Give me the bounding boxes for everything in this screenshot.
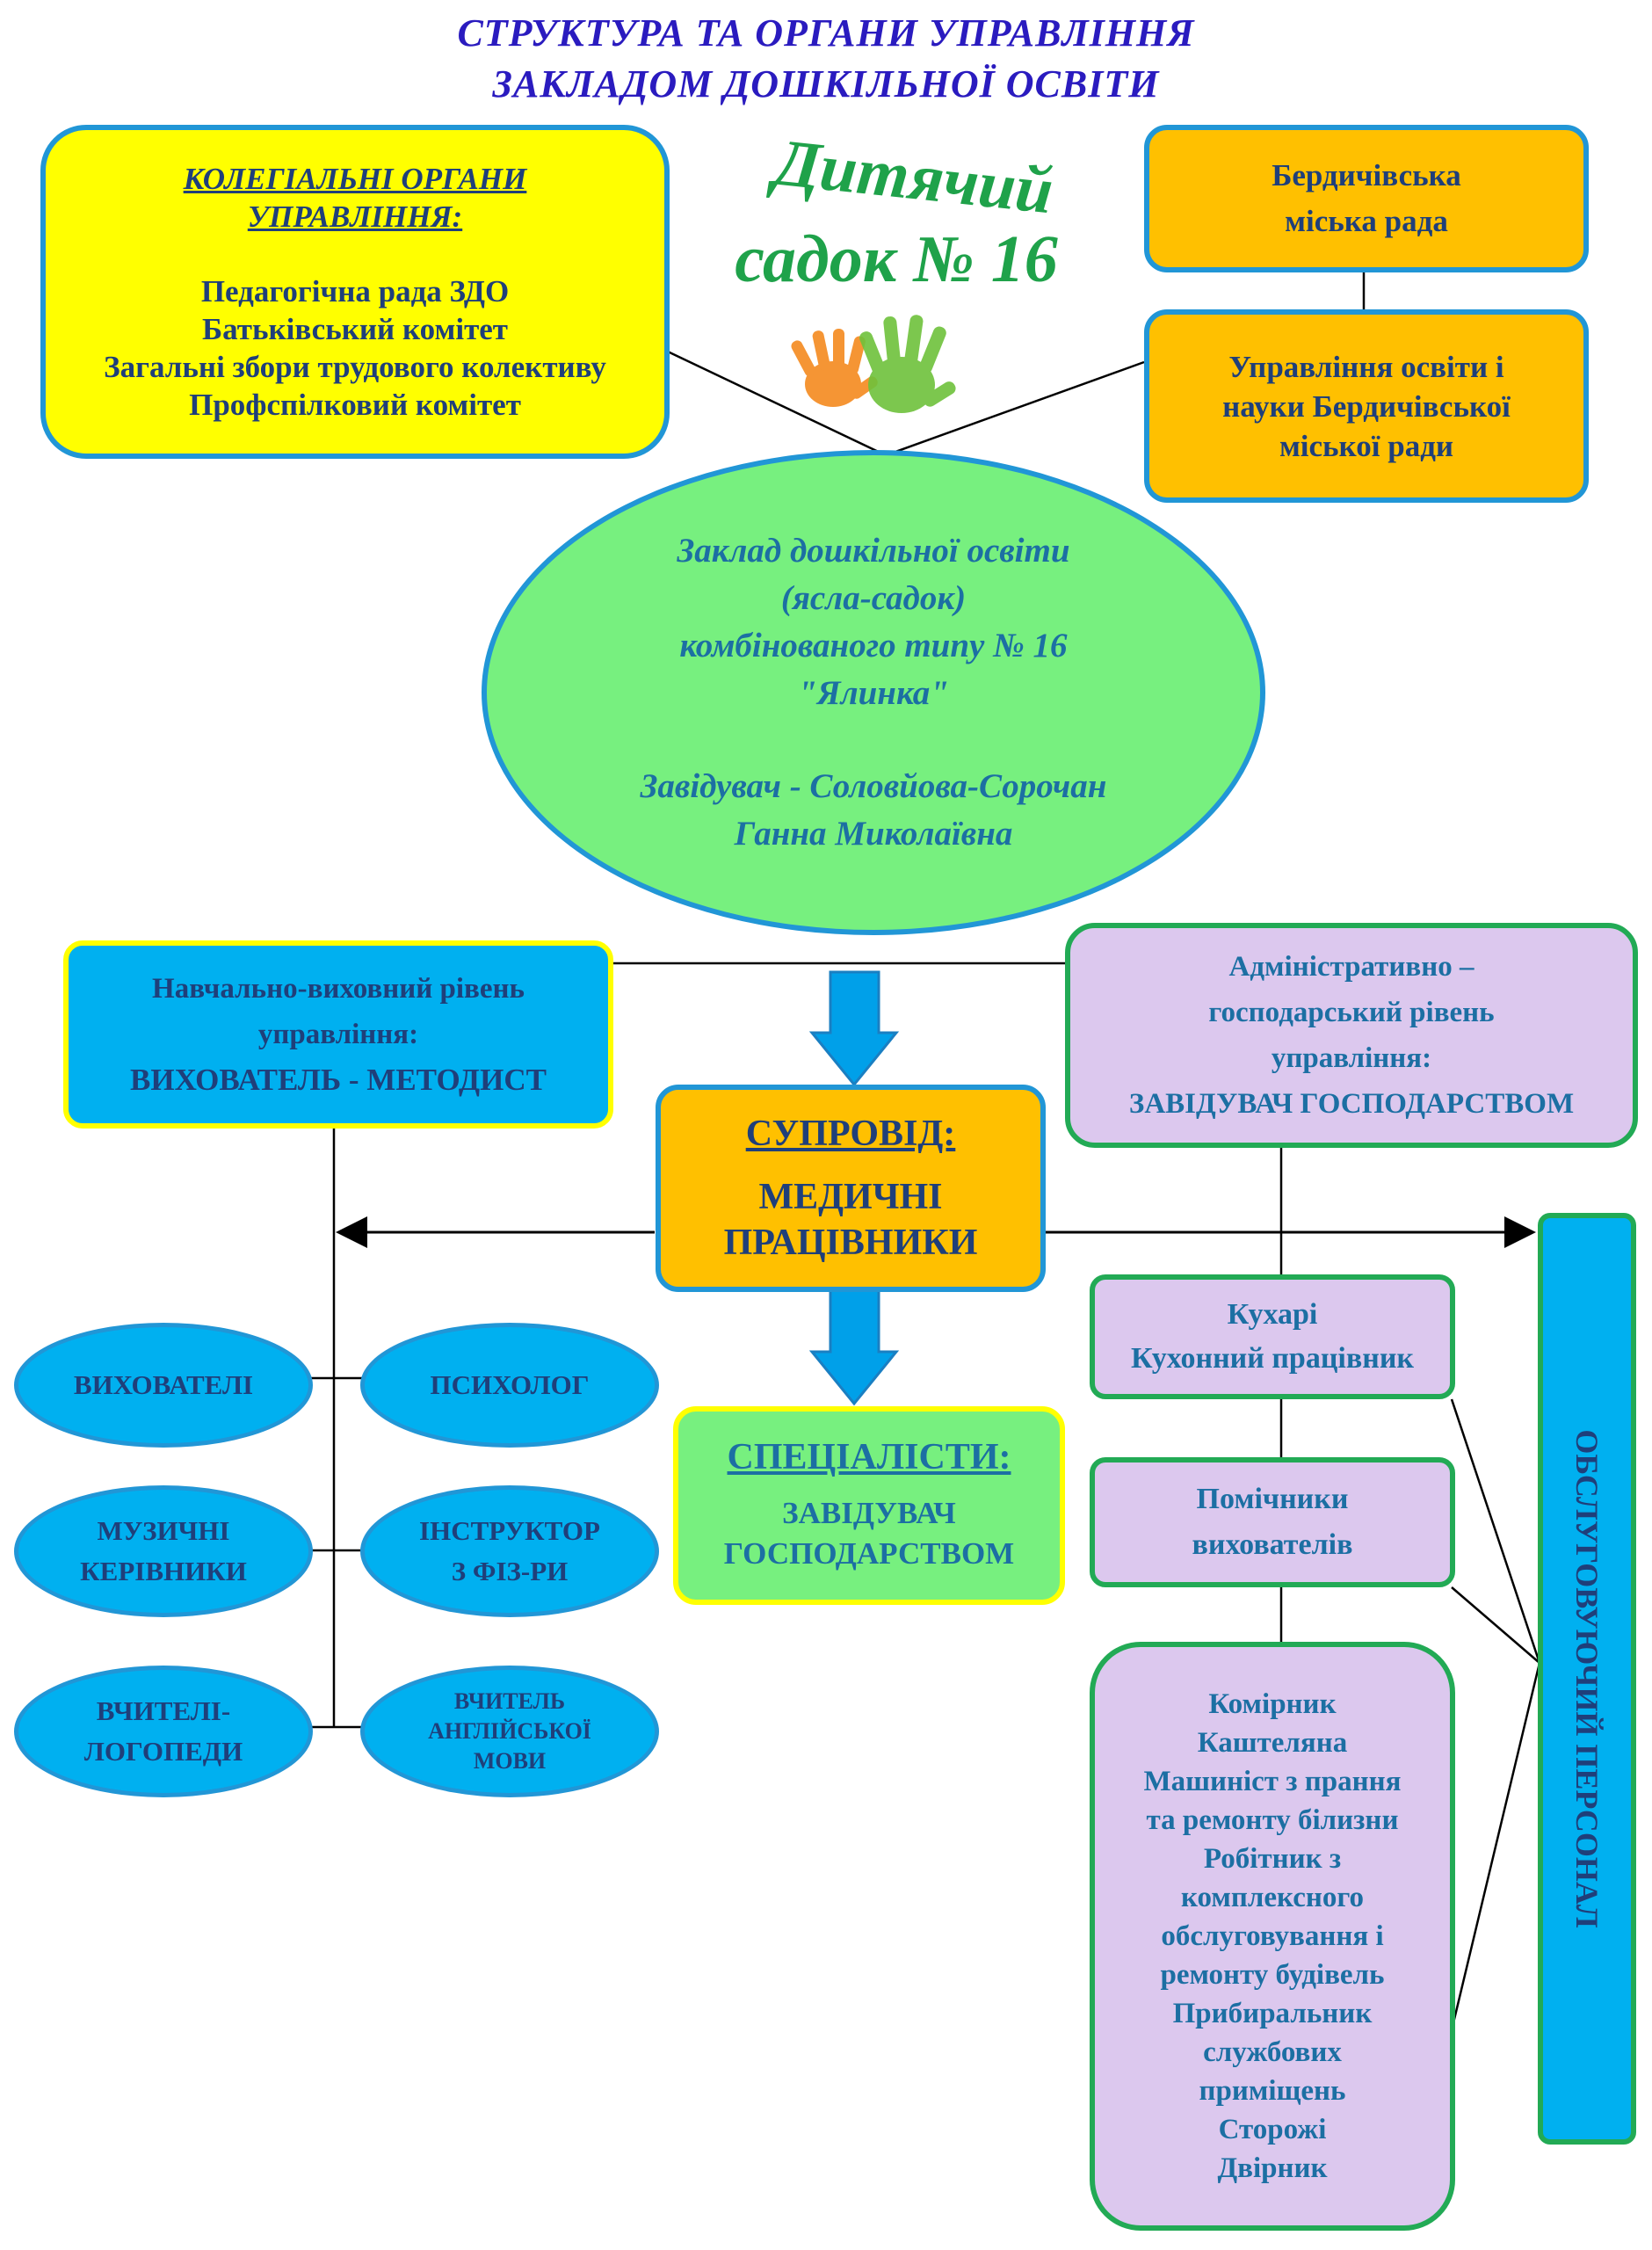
page-title-line2: ЗАКЛАДОМ ДОШКІЛЬНОЇ ОСВІТИ: [492, 62, 1160, 105]
admin-level-line4: ЗАВІДУВАЧ ГОСПОДАРСТВОМ: [1128, 1088, 1575, 1120]
admin-level-box: Адміністративно – господарський рівень у…: [1065, 923, 1638, 1148]
specialists-heading: СПЕЦІАЛІСТИ:: [727, 1437, 1011, 1477]
service-item: ремонту будівель: [1160, 1959, 1385, 1991]
educators-label: ВИХОВАТЕЛІ: [73, 1369, 254, 1400]
service-item: комплексного: [1180, 1882, 1365, 1913]
institution-line: Заклад дошкільної освіти: [677, 532, 1070, 570]
city-council-line1: Бердичівська: [1272, 158, 1461, 192]
logo-text-line1: Дитячий: [771, 125, 1057, 229]
support-line1: МЕДИЧНІ: [758, 1177, 943, 1217]
service-item: Машиніст з прання: [1143, 1766, 1402, 1797]
collegial-item: Батьківський комітет: [202, 312, 508, 346]
english-line3: МОВИ: [473, 1748, 547, 1774]
specialists-line2: ГОСПОДАРСТВОМ: [723, 1536, 1015, 1571]
pe-line1: ІНСТРУКТОР: [419, 1515, 600, 1546]
institution-line: "Ялинка": [798, 674, 949, 712]
service-item: Сторожі: [1218, 2114, 1327, 2145]
city-council-box: Бердичівська міська рада: [1144, 125, 1589, 272]
service-item: приміщень: [1199, 2075, 1346, 2107]
assistants-line2: вихователів: [1192, 1528, 1353, 1561]
page-title-line1: СТРУКТУРА ТА ОРГАНИ УПРАВЛІННЯ: [457, 11, 1195, 54]
english-line2: АНГЛІЙСЬКОЇ: [428, 1718, 591, 1744]
educational-level-line2: управління:: [257, 1019, 419, 1050]
music-directors-oval: МУЗИЧНІ КЕРІВНИКИ: [14, 1485, 313, 1617]
city-council-line2: міська рада: [1285, 204, 1448, 238]
education-department-box: Управління освіти і науки Бердичівської …: [1144, 309, 1589, 503]
collegial-item: Профспілковий комітет: [189, 388, 521, 422]
music-line2: КЕРІВНИКИ: [80, 1556, 247, 1586]
cooks-box: Кухарі Кухонний працівник: [1090, 1274, 1455, 1399]
education-dept-line3: міської ради: [1279, 428, 1454, 463]
service-item: Комірник: [1208, 1688, 1337, 1720]
support-heading: СУПРОВІД:: [745, 1114, 956, 1154]
handprints-icon: [791, 315, 956, 413]
collegial-bodies-box: КОЛЕГІАЛЬНІ ОРГАНИ УПРАВЛІННЯ: Педагогіч…: [40, 125, 670, 459]
service-item: Двірник: [1217, 2152, 1328, 2184]
collegial-heading-line2: УПРАВЛІННЯ:: [247, 200, 463, 234]
speech-therapists-oval: ВЧИТЕЛІ- ЛОГОПЕДИ: [14, 1666, 313, 1797]
collegial-item: Загальні збори трудового колективу: [104, 350, 606, 384]
psychologist-oval: ПСИХОЛОГ: [360, 1323, 659, 1448]
institution-ellipse: Заклад дошкільної освіти (ясла-садок) ко…: [482, 450, 1265, 935]
logo: Дитячий садок № 16: [703, 126, 1098, 431]
collegial-item: Педагогічна рада ЗДО: [200, 274, 510, 308]
educators-oval: ВИХОВАТЕЛІ: [14, 1323, 313, 1448]
pe-line2: З ФІЗ-РИ: [451, 1556, 569, 1586]
service-item: та ремонту білизни: [1146, 1804, 1399, 1836]
education-dept-line1: Управління освіти і: [1228, 349, 1504, 384]
pe-instructor-oval: ІНСТРУКТОР З ФІЗ-РИ: [360, 1485, 659, 1617]
service-list-box: Комірник Каштеляна Машиніст з прання та …: [1090, 1642, 1455, 2231]
speech-line2: ЛОГОПЕДИ: [83, 1736, 243, 1767]
institution-line: комбінованого типу № 16: [679, 627, 1068, 664]
educational-level-line1: Навчально-виховний рівень: [152, 973, 525, 1005]
speech-line1: ВЧИТЕЛІ-: [96, 1695, 231, 1726]
english-teacher-oval: ВЧИТЕЛЬ АНГЛІЙСЬКОЇ МОВИ: [360, 1666, 659, 1797]
education-dept-line2: науки Бердичівської: [1222, 388, 1511, 424]
logo-text-line2: садок № 16: [735, 222, 1058, 296]
admin-level-line2: господарський рівень: [1208, 997, 1495, 1028]
english-line1: ВЧИТЕЛЬ: [453, 1688, 566, 1714]
institution-line: (ясла-садок): [780, 579, 967, 617]
support-line2: ПРАЦІВНИКИ: [723, 1223, 978, 1263]
educational-level-box: Навчально-виховний рівень управління: ВИ…: [63, 940, 613, 1129]
cooks-line1: Кухарі: [1227, 1298, 1318, 1331]
service-staff-bar: ОБСЛУГОВУЮЧИЙ ПЕРСОНАЛ: [1538, 1213, 1636, 2145]
head-name-line1: Завідувач - Соловйова-Сорочан: [640, 767, 1107, 805]
educational-level-line3: ВИХОВАТЕЛЬ - МЕТОДИСТ: [130, 1063, 547, 1097]
medical-support-box: СУПРОВІД: МЕДИЧНІ ПРАЦІВНИКИ: [656, 1085, 1046, 1292]
admin-level-line3: управління:: [1271, 1042, 1432, 1074]
head-name-line2: Ганна Миколаївна: [734, 815, 1013, 853]
collegial-heading-line1: КОЛЕГІАЛЬНІ ОРГАНИ: [183, 162, 527, 196]
service-staff-label: ОБСЛУГОВУЮЧИЙ ПЕРСОНАЛ: [1569, 1429, 1605, 1928]
assistants-box: Помічники вихователів: [1090, 1457, 1455, 1587]
specialists-box: СПЕЦІАЛІСТИ: ЗАВІДУВАЧ ГОСПОДАРСТВОМ: [673, 1406, 1065, 1605]
service-item: службових: [1203, 2036, 1342, 2068]
service-item: Каштеляна: [1197, 1727, 1348, 1759]
assistants-line1: Помічники: [1196, 1483, 1349, 1515]
admin-level-line1: Адміністративно –: [1228, 951, 1474, 983]
service-item: обслуговування і: [1161, 1920, 1384, 1952]
service-item: Робітник з: [1203, 1843, 1342, 1875]
music-line1: МУЗИЧНІ: [97, 1515, 230, 1546]
service-item: Прибиральник: [1172, 1998, 1373, 2029]
cooks-line2: Кухонний працівник: [1130, 1342, 1415, 1375]
psychologist-label: ПСИХОЛОГ: [430, 1369, 590, 1400]
specialists-line1: ЗАВІДУВАЧ: [782, 1496, 956, 1530]
